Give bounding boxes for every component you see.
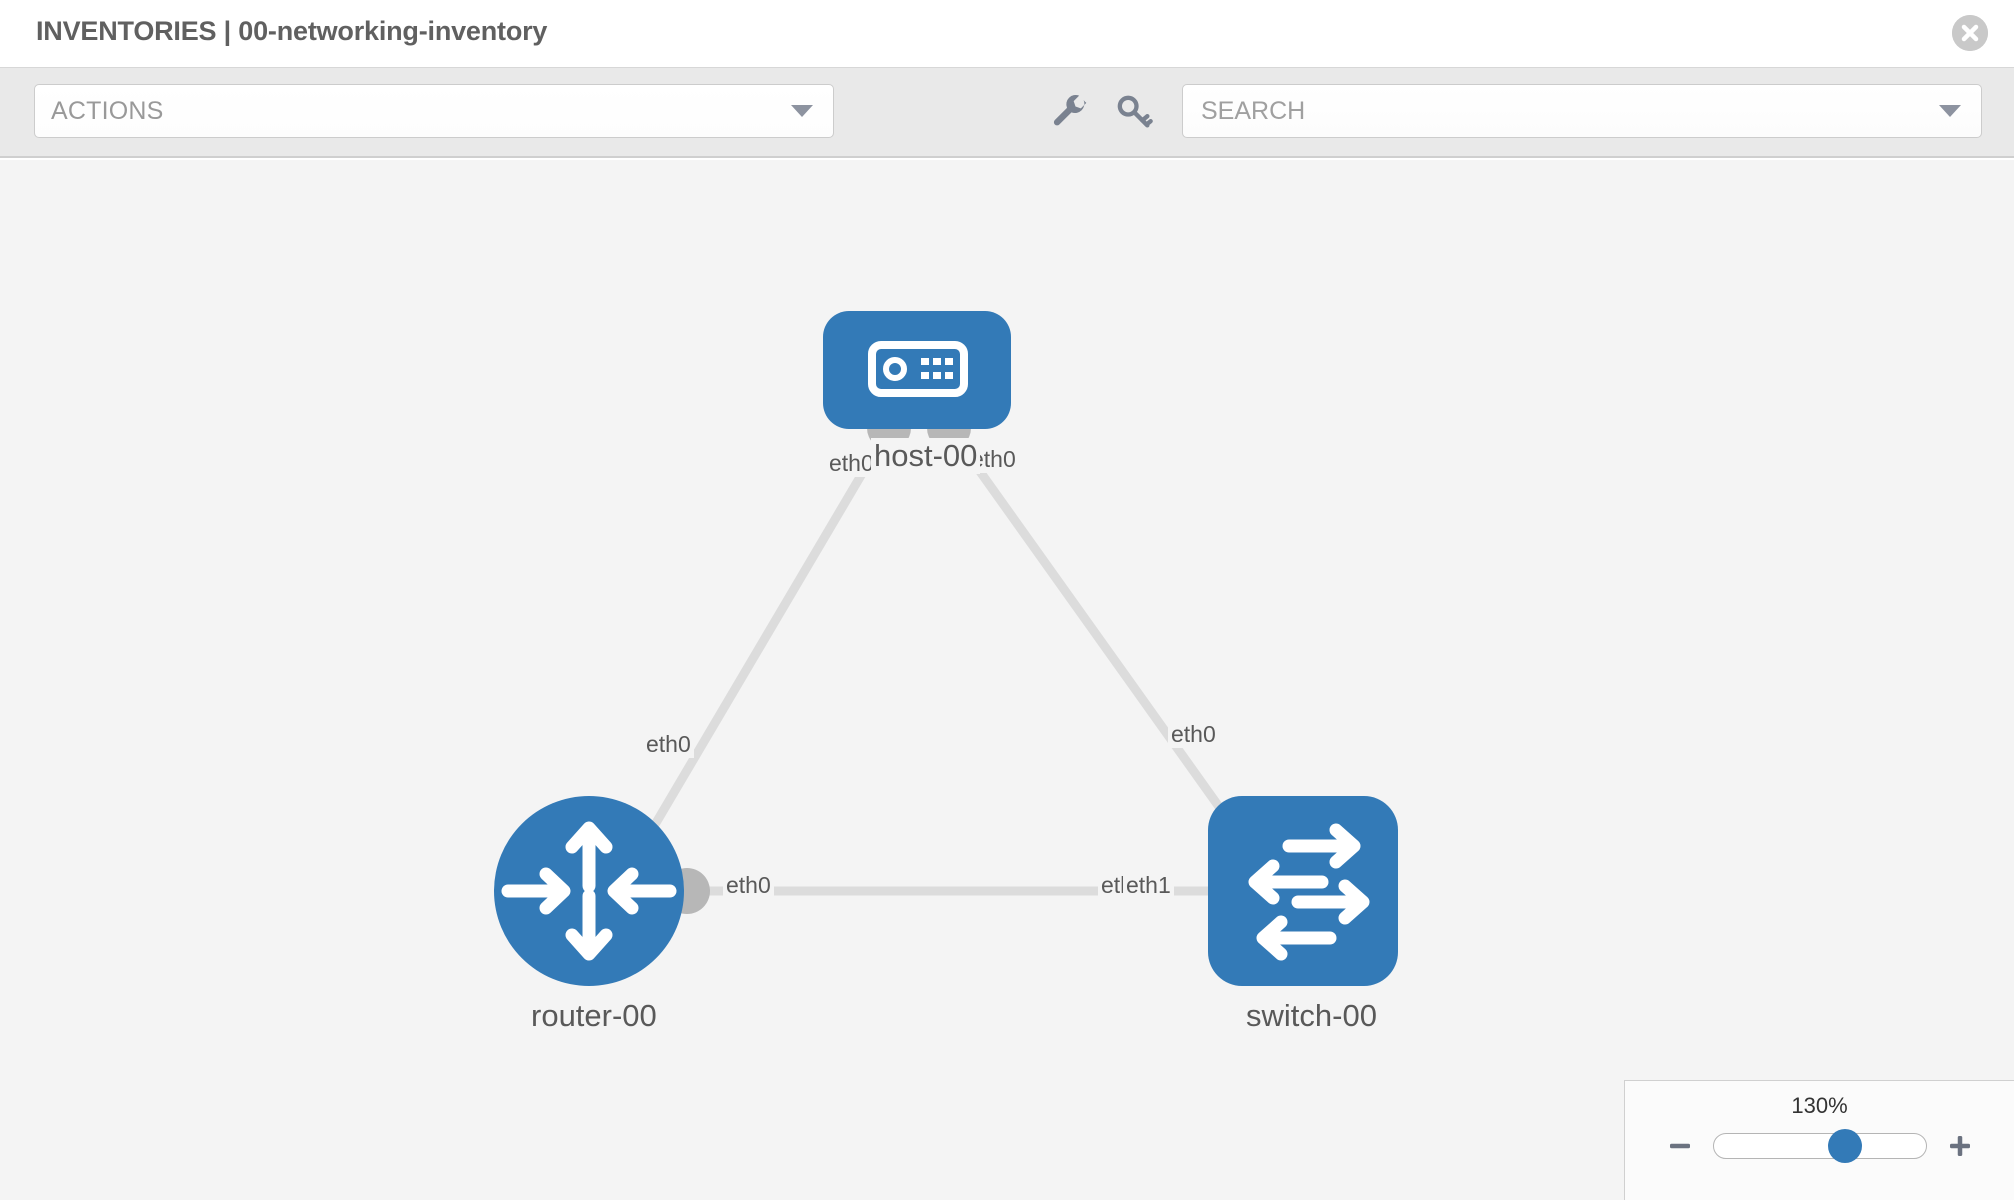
node-label-router-00: router-00 xyxy=(528,998,660,1034)
zoom-control-panel: 130% xyxy=(1624,1080,2014,1200)
switch-arrows-icon xyxy=(1248,823,1370,961)
zoom-in-button[interactable] xyxy=(1943,1129,1977,1163)
four-arrows-icon xyxy=(501,821,677,961)
actions-dropdown[interactable]: ACTIONS xyxy=(34,84,834,138)
topology-graph xyxy=(494,311,1398,986)
iface-label: eth0 xyxy=(1168,721,1219,748)
node-switch-00[interactable] xyxy=(1208,796,1398,986)
search-chevron-down-icon[interactable] xyxy=(1939,105,1961,117)
chevron-down-icon xyxy=(791,105,813,117)
zoom-slider[interactable] xyxy=(1712,1129,1927,1163)
actions-dropdown-label: ACTIONS xyxy=(51,96,164,125)
node-label-switch-00: switch-00 xyxy=(1243,998,1380,1034)
link-host00-router00[interactable] xyxy=(636,425,893,853)
page-header: INVENTORIES | 00-networking-inventory xyxy=(0,0,2014,68)
server-appliance-icon xyxy=(868,341,968,397)
node-label-host-00: host-00 xyxy=(871,438,981,474)
zoom-slider-thumb[interactable] xyxy=(1827,1129,1862,1163)
search-field-wrapper[interactable] xyxy=(1182,84,1982,138)
iface-label: eth0 xyxy=(643,731,694,758)
topology-canvas[interactable]: eth0 eth0 eth0 eth0 eth0 eth0 eth1 host-… xyxy=(0,160,2014,1200)
key-icon[interactable] xyxy=(1110,88,1158,136)
iface-label: eth0 xyxy=(826,450,877,477)
zoom-level-label: 130% xyxy=(1791,1093,1848,1118)
link-host00-switch00[interactable] xyxy=(945,425,1241,835)
zoom-out-button[interactable] xyxy=(1663,1129,1697,1163)
wrench-icon[interactable] xyxy=(1046,88,1094,136)
node-host-00[interactable] xyxy=(823,311,1011,429)
iface-label: eth0 xyxy=(723,872,774,899)
close-icon[interactable] xyxy=(1952,15,1988,51)
search-input[interactable] xyxy=(1199,95,1939,127)
iface-label: eth1 xyxy=(1123,872,1174,899)
page-title: INVENTORIES | 00-networking-inventory xyxy=(36,16,548,46)
node-router-00[interactable] xyxy=(494,796,684,986)
